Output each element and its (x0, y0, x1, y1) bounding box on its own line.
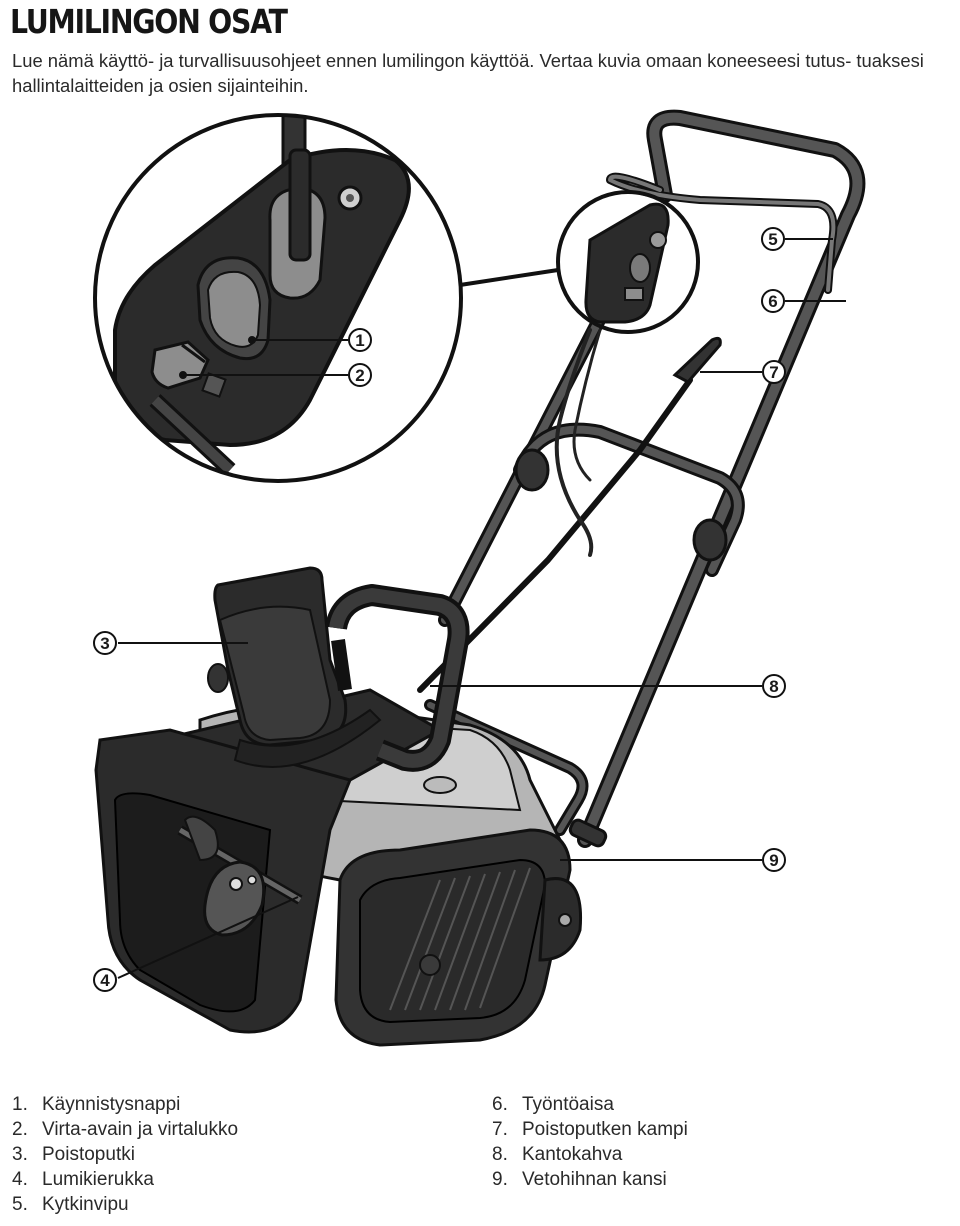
list-item: 9.Vetohihnan kansi (492, 1169, 667, 1190)
svg-text:6: 6 (768, 292, 777, 311)
belt-cover (334, 828, 572, 1047)
snowblower-body (94, 688, 608, 1047)
list-item: 3.Poistoputki (12, 1144, 135, 1165)
callout-4: 4 (93, 968, 117, 992)
intro-text: Lue nämä käyttö- ja turvallisuusohjeet e… (12, 50, 924, 96)
list-item: 4.Lumikierukka (12, 1169, 154, 1190)
callout-1: 1 (348, 328, 372, 352)
list-item: 8.Kantokahva (492, 1144, 623, 1165)
svg-text:5: 5 (768, 230, 777, 249)
auger (177, 815, 303, 937)
snowblower-diagram: 1 2 3 4 5 6 7 8 (93, 109, 866, 1047)
parts-list-left: 1.Käynnistysnappi 2.Virta-avain ja virta… (12, 1092, 238, 1217)
svg-text:2: 2 (355, 366, 364, 385)
callout-3: 3 (93, 631, 117, 655)
parts-list-right: 6.Työntöaisa 7.Poistoputken kampi 8.Kant… (492, 1092, 688, 1192)
svg-text:3: 3 (100, 634, 109, 653)
callout-8: 8 (762, 674, 786, 698)
callout-6: 6 (761, 289, 785, 313)
svg-text:1: 1 (355, 331, 364, 350)
detail-zoom (93, 113, 700, 483)
list-item: 7.Poistoputken kampi (492, 1119, 688, 1140)
list-item: 6.Työntöaisa (492, 1094, 614, 1115)
page-title: LUMILINGON OSAT (10, 2, 288, 41)
crank-grip (672, 336, 722, 384)
callout-markers: 1 2 3 4 5 6 7 8 (93, 227, 786, 992)
list-item: 5.Kytkinvipu (12, 1194, 129, 1215)
svg-text:4: 4 (100, 971, 110, 990)
discharge-chute (207, 566, 382, 768)
list-item: 1.Käynnistysnappi (12, 1094, 181, 1115)
callout-9: 9 (762, 848, 786, 872)
crossbar-knob-left (514, 448, 550, 492)
crossbar-knob-right (692, 518, 728, 562)
list-item: 2.Virta-avain ja virtalukko (12, 1119, 239, 1140)
svg-text:8: 8 (769, 677, 778, 696)
callout-2: 2 (348, 363, 372, 387)
carry-handle (325, 584, 470, 772)
callouts (117, 238, 846, 979)
callout-5: 5 (761, 227, 785, 251)
callout-7: 7 (762, 360, 786, 384)
switch-box (584, 202, 670, 324)
svg-text:7: 7 (769, 363, 778, 382)
svg-text:9: 9 (769, 851, 778, 870)
